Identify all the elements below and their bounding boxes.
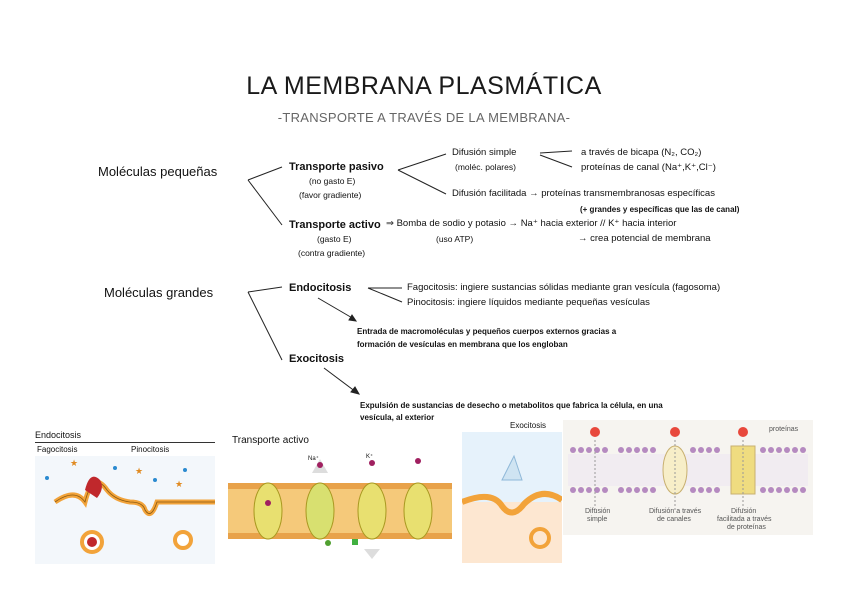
membrane-potential: → crea potencial de membrana	[578, 233, 711, 244]
active-image-title: Transporte activo	[232, 435, 309, 446]
facilitated-note: (+ grandes y específicas que las de cana…	[580, 205, 740, 214]
svg-text:★: ★	[70, 458, 78, 468]
simple-diffusion-label: Difusión simple	[452, 147, 517, 158]
endocytosis-image-title: Endocitosis	[35, 430, 82, 440]
passive-caption-1b: simple	[587, 516, 608, 523]
active-note-energy: (gasto E)	[317, 234, 352, 244]
active-transport-desc: ⇒ Bomba de sodio y potasio → Na⁺ hacia e…	[386, 218, 677, 229]
large-molecules-heading: Moléculas grandes	[104, 285, 214, 300]
active-image-k: K⁺	[366, 454, 374, 460]
facilitated-diffusion: Difusión facilitada → proteínas transmem…	[452, 188, 715, 199]
passive-caption-3a: Difusión	[731, 508, 757, 515]
pinocytosis-image-label: Pinocitosis	[131, 445, 170, 454]
channel-diffusion: proteínas de canal (Na⁺,K⁺,Cl⁻)	[581, 162, 716, 173]
active-transport-drawing	[228, 458, 452, 559]
exocytosis-image-title: Exocitosis	[510, 421, 547, 430]
exocytosis-illustration: Exocitosis	[462, 420, 562, 563]
page-title: LA MEMBRANA PLASMÁTICA	[246, 72, 602, 100]
svg-text:★: ★	[175, 479, 183, 489]
passive-caption-3b: facilitada a través	[717, 516, 772, 523]
exocytosis-drawing	[462, 432, 562, 563]
bilayer-diffusion: a través de bicapa (N₂, CO₂)	[581, 147, 702, 158]
active-atp-note: (uso ATP)	[436, 234, 474, 244]
active-transport-illustration: Transporte activo Na⁺ K⁺	[228, 433, 452, 561]
exocytosis-label: Exocitosis	[289, 353, 345, 365]
endocytosis-drawing: ★ ★ ★	[35, 456, 215, 564]
phagocytosis-image-label: Fagocitosis	[37, 445, 78, 454]
small-molecules-heading: Moléculas pequeñas	[98, 164, 218, 179]
svg-text:★: ★	[135, 466, 143, 476]
exocytosis-desc-1: Expulsión de sustancias de desecho o met…	[360, 401, 663, 410]
endocytosis-desc-2: formación de vesículas en membrana que l…	[357, 340, 568, 349]
simple-diffusion-note: (moléc. polares)	[455, 162, 516, 172]
passive-transport-illustration: proteínas Difusión simple Difusión a tra…	[563, 420, 813, 535]
active-note-gradient: (contra gradiente)	[298, 248, 366, 258]
phagocytosis-text: Fagocitosis: ingiere sustancias sólidas …	[407, 282, 721, 293]
active-image-na: Na⁺	[308, 456, 319, 462]
passive-caption-2a: Difusión a través	[649, 508, 702, 515]
passive-transport-label: Transporte pasivo	[289, 161, 384, 173]
endocytosis-illustration: Endocitosis Fagocitosis Pinocitosis ★ ★ …	[35, 430, 215, 564]
passive-note-gradient: (favor gradiente)	[299, 190, 362, 200]
passive-caption-3c: de proteínas	[727, 524, 766, 531]
passive-image-proteins: proteínas	[769, 426, 799, 433]
active-transport-label: Transporte activo	[289, 219, 381, 231]
passive-transport-drawing	[568, 427, 808, 512]
endocytosis-label: Endocitosis	[289, 282, 352, 294]
passive-caption-1a: Difusión	[585, 508, 611, 515]
page-subtitle: -TRANSPORTE A TRAVÉS DE LA MEMBRANA-	[277, 110, 571, 125]
pinocytosis-text: Pinocitosis: ingiere líquidos mediante p…	[407, 297, 650, 308]
passive-caption-2b: de canales	[657, 516, 691, 523]
endocytosis-desc-1: Entrada de macromoléculas y pequeños cue…	[357, 327, 617, 336]
exocytosis-desc-2: vesícula, al exterior	[360, 413, 435, 422]
passive-note-energy: (no gasto E)	[309, 176, 356, 186]
